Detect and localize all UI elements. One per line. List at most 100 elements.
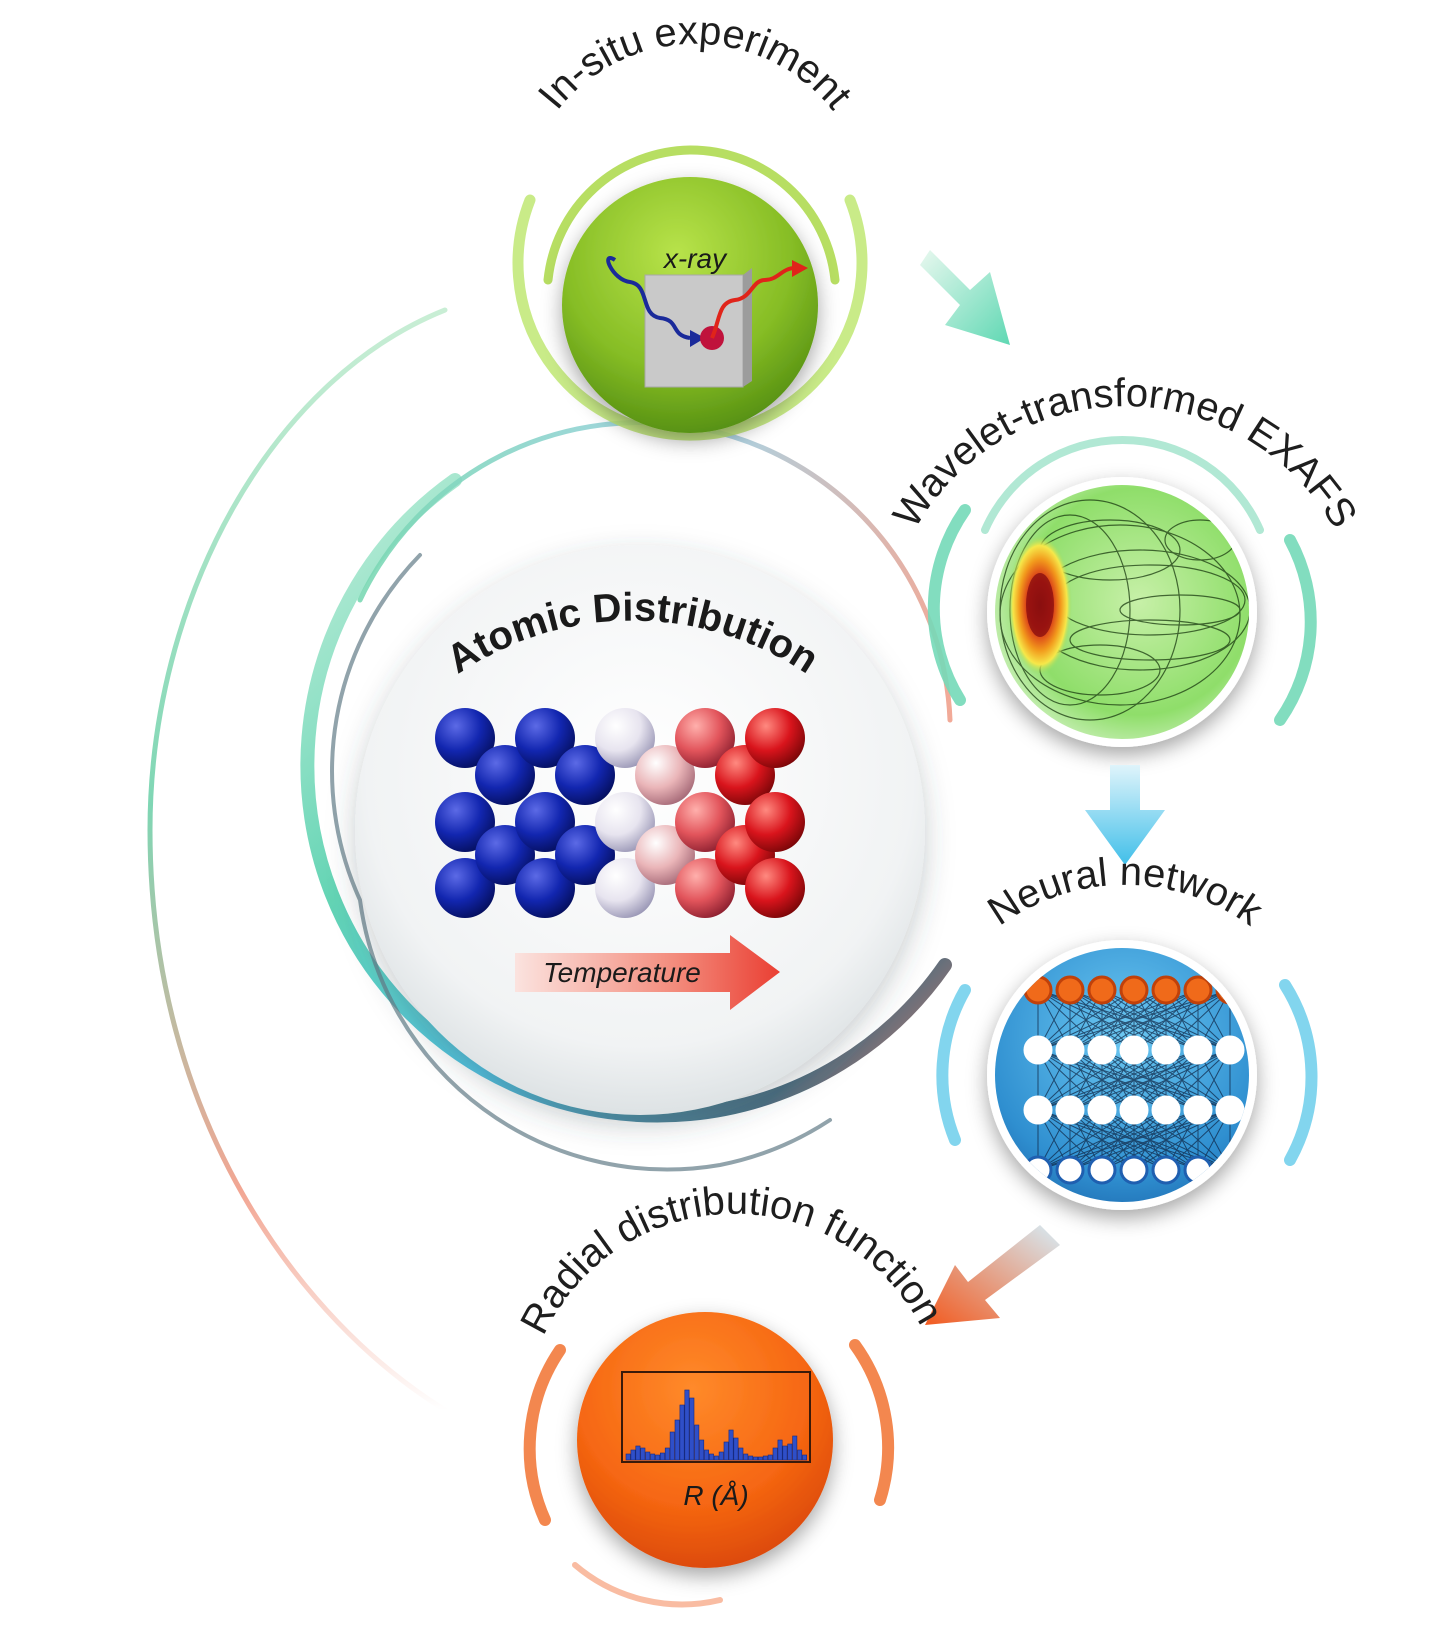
rdf-bar [650, 1453, 656, 1461]
rdf-bar [738, 1447, 744, 1461]
rdf-bar [757, 1456, 763, 1461]
neural-label: Neural network [980, 850, 1271, 935]
atom [555, 745, 615, 805]
middle-ring-inner [330, 553, 832, 1172]
neural-node: Neural network [936, 850, 1318, 1210]
wavelet-node: Wavelet-transformed EXAFS [885, 371, 1365, 747]
rdf-bar [630, 1449, 636, 1461]
network-node [1183, 1035, 1213, 1065]
network-node [1087, 1155, 1117, 1185]
network-node [1119, 1155, 1149, 1185]
atom [595, 792, 655, 852]
in-situ-label: In-situ experiment [530, 9, 860, 117]
rdf-bar [655, 1454, 661, 1461]
rdf-plot-frame [621, 1371, 811, 1463]
temperature-arrow [515, 935, 780, 1010]
rdf-bar [645, 1451, 651, 1461]
rdf-bar [699, 1439, 705, 1461]
rdf-bar [748, 1455, 754, 1461]
in-situ-node: x-ray In-situ experiment [512, 9, 868, 441]
atom [515, 858, 575, 918]
rdf-bar [679, 1404, 685, 1461]
network-node [1119, 975, 1149, 1005]
rdf-bar [635, 1445, 641, 1461]
network-node [1055, 1035, 1085, 1065]
network-node [1087, 1035, 1117, 1065]
rdf-bar [777, 1439, 783, 1461]
rdf-bar [669, 1431, 675, 1461]
atom [555, 825, 615, 885]
rdf-bar [704, 1449, 710, 1461]
network-node [1055, 1095, 1085, 1125]
emitted-xray-wave [710, 266, 796, 339]
temperature-label: Temperature [543, 957, 701, 988]
atom [595, 708, 655, 768]
network-node [1119, 1035, 1149, 1065]
rdf-bar [684, 1389, 690, 1461]
atom [595, 858, 655, 918]
sample-plate [644, 274, 744, 388]
atom [435, 858, 495, 918]
atom [515, 708, 575, 768]
rdf-bar [723, 1441, 729, 1461]
atom [745, 792, 805, 852]
network-node [1023, 1095, 1053, 1125]
atom [635, 825, 695, 885]
network-node [1183, 975, 1213, 1005]
rdf-bar [689, 1397, 695, 1461]
network-node [1151, 1035, 1181, 1065]
rdf-bar [753, 1456, 759, 1461]
atom [475, 825, 535, 885]
network-node [1151, 975, 1181, 1005]
network-node [1087, 1095, 1117, 1125]
rdf-bar [708, 1453, 714, 1461]
network-node [1151, 1095, 1181, 1125]
atom [675, 792, 735, 852]
atom [515, 792, 575, 852]
atom [475, 745, 535, 805]
rdf-bar [743, 1453, 749, 1461]
rdf-histogram [625, 1389, 808, 1461]
network-node [1087, 975, 1117, 1005]
atom [435, 708, 495, 768]
rdf-bar [782, 1445, 788, 1461]
rdf-bar [694, 1424, 700, 1461]
rdf-axis-label: R (Å) [683, 1480, 748, 1511]
network-node [1183, 1095, 1213, 1125]
network-node [1151, 1155, 1181, 1185]
rdf-bar [728, 1429, 734, 1461]
flow-arrow-1 [920, 250, 1010, 345]
flow-arrow-2 [1085, 765, 1165, 865]
network-node [1023, 1035, 1053, 1065]
rdf-bar [772, 1447, 778, 1461]
network-node [1055, 975, 1085, 1005]
rdf-bar [797, 1449, 803, 1461]
rdf-bar [674, 1419, 680, 1461]
rdf-bar [659, 1452, 665, 1461]
atom [745, 708, 805, 768]
rdf-bar [767, 1454, 773, 1461]
outer-loop-arc [147, 307, 448, 1413]
atom [435, 792, 495, 852]
atom [635, 745, 695, 805]
network-node [1119, 1095, 1149, 1125]
rdf-bar [787, 1443, 793, 1461]
network-node [1055, 1155, 1085, 1185]
incident-xray-wave [606, 256, 691, 340]
rdf-bar [664, 1447, 670, 1461]
xray-label: x-ray [662, 243, 728, 274]
atom-lattice [435, 708, 805, 918]
atom [675, 708, 735, 768]
network-node [1215, 1035, 1245, 1065]
rdf-bar [718, 1451, 724, 1461]
flow-arrow-3 [925, 1225, 1060, 1325]
rdf-node: R (Å) Radial distribution function [512, 1179, 951, 1608]
rdf-bar [713, 1455, 719, 1461]
rdf-bar [792, 1435, 798, 1461]
atom [675, 858, 735, 918]
rdf-bar [625, 1453, 631, 1461]
atomic-distribution-panel: Atomic Distribution Temperature [355, 545, 925, 1115]
rdf-bar [762, 1455, 768, 1461]
middle-ring [300, 473, 952, 1123]
rdf-bar [733, 1437, 739, 1461]
